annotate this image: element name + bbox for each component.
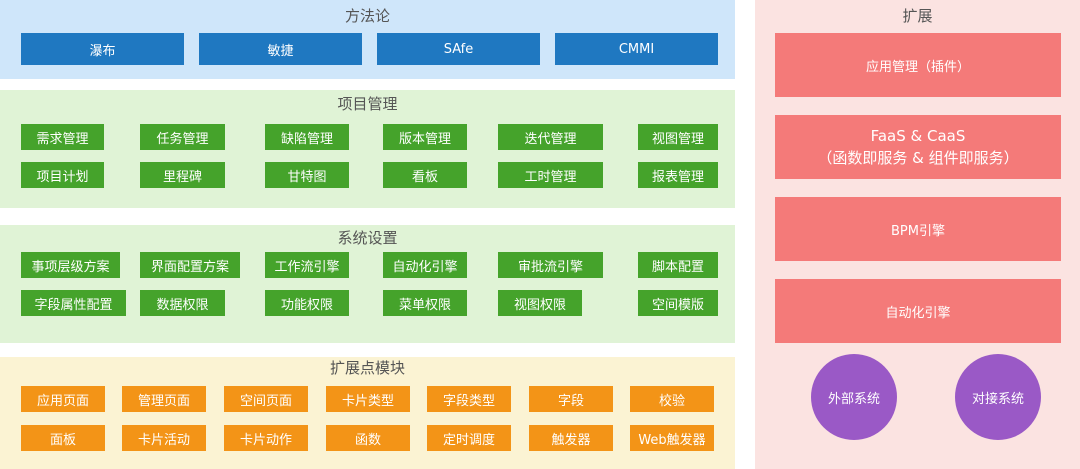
system-item[interactable]: 界面配置方案 [140,252,240,278]
system-item[interactable]: 工作流引擎 [265,252,349,278]
integration-system-circle[interactable]: 对接系统 [955,354,1041,440]
project-management-panel: 项目管理 需求管理 任务管理 缺陷管理 版本管理 迭代管理 视图管理 项目计划 … [0,90,735,208]
system-settings-title: 系统设置 [337,229,398,247]
project-item[interactable]: 里程碑 [140,162,225,188]
automation-engine-box[interactable]: 自动化引擎 [775,279,1061,343]
methodology-title: 方法论 [344,7,390,25]
project-item[interactable]: 缺陷管理 [265,124,349,150]
faas-caas-title: FaaS & CaaS [870,127,966,145]
project-item[interactable]: 甘特图 [265,162,349,188]
methodology-agile[interactable]: 敏捷 [199,33,362,65]
extension-point-item[interactable]: 字段 [529,386,613,412]
system-item[interactable]: 功能权限 [265,290,349,316]
extension-point-item[interactable]: Web触发器 [630,425,714,451]
system-item[interactable]: 空间模版 [638,290,718,316]
extension-point-item[interactable]: 触发器 [529,425,613,451]
extension-point-item[interactable]: 函数 [326,425,410,451]
extension-point-item[interactable]: 卡片动作 [224,425,308,451]
app-management-box[interactable]: 应用管理（插件） [775,33,1061,97]
extension-point-item[interactable]: 校验 [630,386,714,412]
system-item[interactable]: 事项层级方案 [21,252,120,278]
system-item[interactable]: 字段属性配置 [21,290,126,316]
external-system-circle[interactable]: 外部系统 [811,354,897,440]
extension-title: 扩展 [902,7,933,25]
extension-points-title: 扩展点模块 [329,359,405,377]
integration-system-label: 对接系统 [971,391,1024,407]
system-item[interactable]: 审批流引擎 [498,252,603,278]
methodology-safe[interactable]: SAfe [377,33,540,65]
extension-point-item[interactable]: 应用页面 [21,386,105,412]
project-item[interactable]: 看板 [383,162,467,188]
extension-point-item[interactable]: 面板 [21,425,105,451]
methodology-panel: 方法论 瀑布 敏捷 SAfe CMMI [0,0,735,79]
project-item[interactable]: 工时管理 [498,162,603,188]
project-item[interactable]: 报表管理 [638,162,718,188]
project-item[interactable]: 迭代管理 [498,124,603,150]
bpm-engine-box[interactable]: BPM引擎 [775,197,1061,261]
methodology-cmmi[interactable]: CMMI [555,33,718,65]
app-management-label: 应用管理（插件） [865,59,970,75]
automation-engine-label: 自动化引擎 [885,305,951,321]
project-item[interactable]: 需求管理 [21,124,104,150]
project-item[interactable]: 视图管理 [638,124,718,150]
system-item[interactable]: 视图权限 [498,290,582,316]
extension-points-panel: 扩展点模块 应用页面 管理页面 空间页面 卡片类型 字段类型 字段 校验 面板 … [0,357,735,469]
extension-point-item[interactable]: 卡片类型 [326,386,410,412]
extension-panel: 扩展 应用管理（插件） FaaS & CaaS （函数即服务 & 组件即服务） … [755,0,1080,469]
system-item[interactable]: 数据权限 [140,290,225,316]
external-system-label: 外部系统 [827,391,880,407]
project-item[interactable]: 项目计划 [21,162,104,188]
project-item[interactable]: 任务管理 [140,124,225,150]
extension-point-item[interactable]: 空间页面 [224,386,308,412]
extension-point-item[interactable]: 卡片活动 [122,425,206,451]
extension-point-item[interactable]: 字段类型 [427,386,511,412]
project-management-title: 项目管理 [337,95,398,113]
system-item[interactable]: 脚本配置 [638,252,718,278]
extension-point-item[interactable]: 管理页面 [122,386,206,412]
methodology-waterfall[interactable]: 瀑布 [21,33,184,65]
system-settings-panel: 系统设置 事项层级方案 界面配置方案 工作流引擎 自动化引擎 审批流引擎 脚本配… [0,225,735,343]
faas-caas-box[interactable]: FaaS & CaaS （函数即服务 & 组件即服务） [775,115,1061,179]
project-item[interactable]: 版本管理 [383,124,467,150]
system-item[interactable]: 自动化引擎 [383,252,467,278]
system-item[interactable]: 菜单权限 [383,290,467,316]
bpm-engine-label: BPM引擎 [891,223,945,239]
extension-point-item[interactable]: 定时调度 [427,425,511,451]
faas-caas-subtitle: （函数即服务 & 组件即服务） [817,149,1019,167]
